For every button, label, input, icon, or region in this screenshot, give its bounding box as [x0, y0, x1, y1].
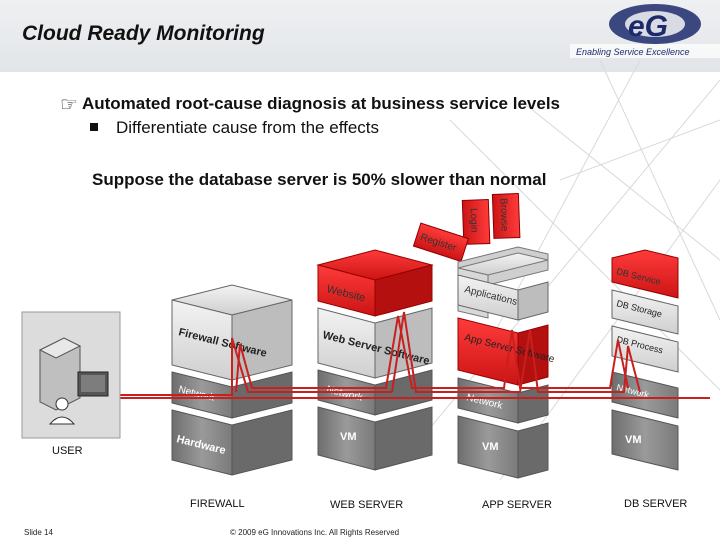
layer-label: VM — [340, 431, 357, 443]
transaction-browse: Browse — [498, 198, 510, 232]
label-firewall: FIREWALL — [190, 498, 245, 510]
transaction-path-lines — [118, 311, 710, 399]
stack-web-server: Website Web Server Software Network VM — [316, 249, 434, 471]
bullet-sub-text: Differentiate cause from the effects — [116, 118, 380, 137]
bullet-sub: Differentiate cause from the effects — [90, 118, 379, 138]
pointing-hand-icon: ☞ — [60, 94, 78, 116]
footer-slide-number: Slide 14 — [24, 528, 53, 537]
eg-logo: eG Enabling Service Excellence — [570, 4, 720, 58]
bullet-main: ☞Automated root-cause diagnosis at busin… — [60, 92, 560, 117]
label-web-server: WEB SERVER — [330, 499, 403, 511]
label-app-server: APP SERVER — [482, 499, 552, 511]
logo-brand: eG — [628, 10, 668, 43]
user-workstation-icon — [21, 311, 121, 439]
user-label: USER — [52, 445, 83, 457]
stack-firewall: Firewall Software Network Hardware — [171, 284, 293, 476]
scenario-headline: Suppose the database server is 50% slowe… — [92, 170, 547, 189]
layer-label: VM — [625, 434, 642, 446]
label-db-server: DB SERVER — [624, 498, 687, 510]
stack-db-server: DB Service DB Storage DB Process Network… — [611, 249, 679, 471]
layer-label: VM — [482, 441, 499, 453]
transaction-tiles: Browse Login Register — [412, 193, 521, 263]
slide-title: Cloud Ready Monitoring — [22, 22, 265, 45]
logo-tagline: Enabling Service Excellence — [576, 47, 690, 57]
bullet-main-text: Automated root-cause diagnosis at busine… — [81, 94, 560, 113]
transaction-login: Login — [468, 208, 480, 233]
square-bullet-icon — [90, 123, 98, 131]
footer-copyright: © 2009 eG Innovations Inc. All Rights Re… — [230, 528, 400, 537]
